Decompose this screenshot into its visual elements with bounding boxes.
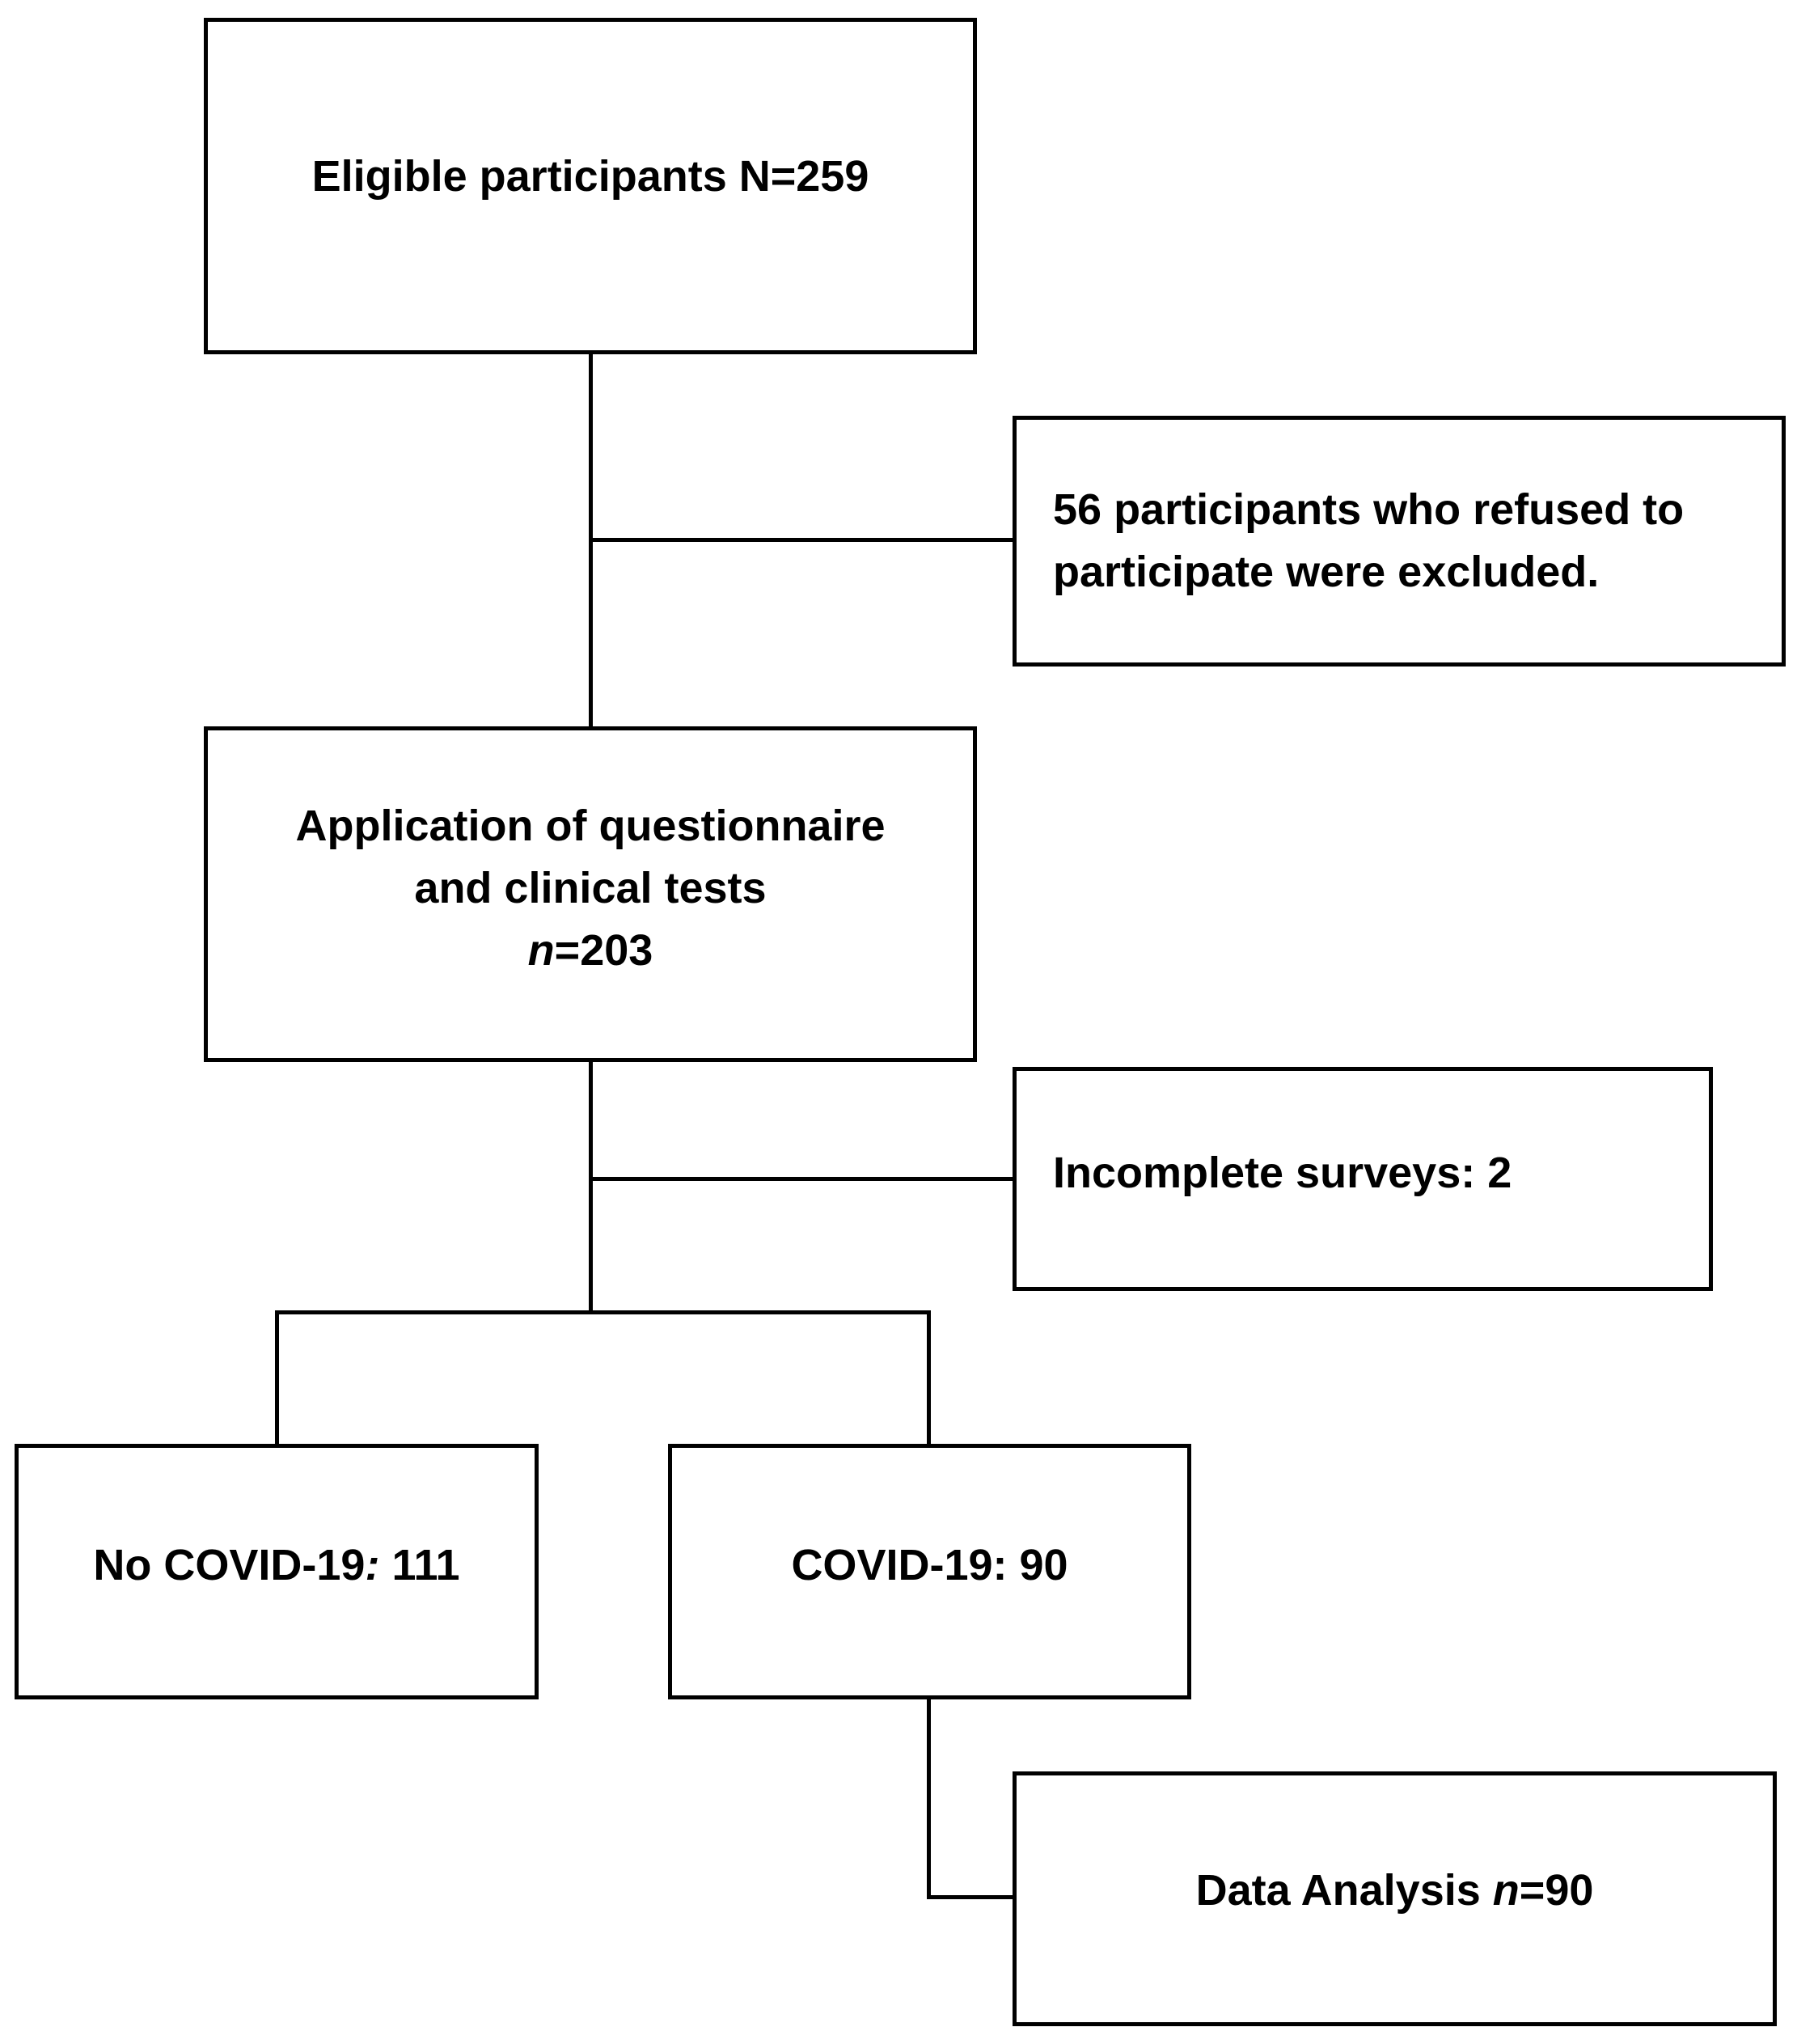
- connector-to-incomplete: [589, 1177, 1013, 1181]
- no-covid-value: 111: [379, 1541, 460, 1589]
- application-label-line1: Application of questionnaire: [295, 802, 886, 850]
- excluded-label-line1: 56 participants who refused to: [1053, 485, 1685, 534]
- covid-label: COVID-19: 90: [791, 1541, 1068, 1589]
- incomplete-surveys-box: [1013, 1067, 1713, 1291]
- n-symbol: n: [527, 926, 555, 975]
- no-covid-colon: :: [365, 1541, 380, 1589]
- covid-box: [668, 1444, 1191, 1699]
- application-label-line2: and clinical tests: [414, 864, 767, 912]
- connector-application-to-split: [589, 1062, 593, 1314]
- connector-split-horizontal: [275, 1310, 931, 1314]
- application-n-label: n=203: [204, 920, 977, 982]
- eligible-participants-label: Eligible participants N=259: [311, 152, 869, 201]
- data-analysis-box: [1013, 1771, 1777, 2026]
- data-analysis-label: Data Analysis n=90: [1013, 1860, 1777, 1922]
- connector-to-no-covid: [275, 1310, 279, 1444]
- connector-to-data-analysis: [927, 1895, 1013, 1899]
- no-covid-label: No COVID-19: 111: [15, 1534, 539, 1597]
- data-analysis-n-value: =90: [1519, 1866, 1594, 1915]
- excluded-label-line2: participate were excluded.: [1053, 548, 1600, 596]
- eligible-participants-box: [204, 18, 977, 354]
- excluded-box: [1013, 416, 1786, 667]
- connector-to-covid: [927, 1310, 931, 1444]
- application-n-value: =203: [554, 926, 653, 975]
- connector-covid-down: [927, 1699, 931, 1899]
- incomplete-surveys-label: Incomplete surveys: 2: [1053, 1149, 1512, 1197]
- no-covid-prefix: No COVID-19: [93, 1541, 366, 1589]
- connector-to-excluded: [589, 538, 1013, 542]
- application-box: [204, 726, 977, 1062]
- n-symbol: n: [1492, 1866, 1520, 1915]
- no-covid-box: [15, 1444, 539, 1699]
- data-analysis-prefix: Data Analysis: [1195, 1866, 1493, 1915]
